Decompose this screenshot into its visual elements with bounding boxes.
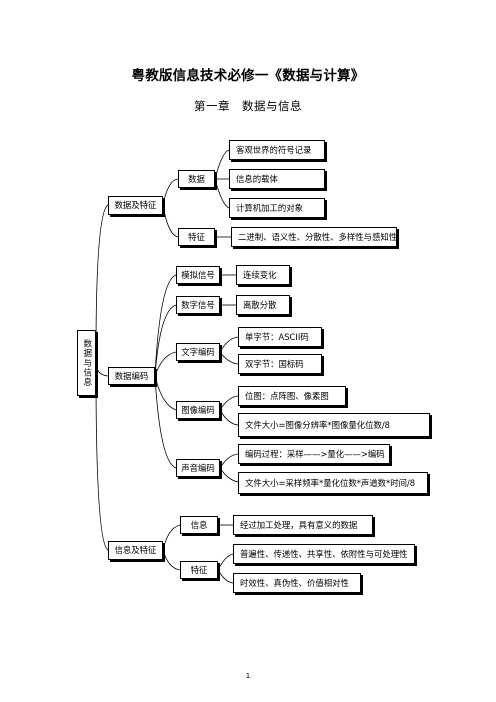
node-label: 特征	[190, 564, 208, 575]
node-digital-signal: 数字信号	[176, 296, 220, 314]
leaf-processing-object: 计算机加工的对象	[229, 198, 325, 218]
page-title: 粤教版信息技术必修一《数据与计算》	[131, 68, 365, 84]
node-image-encoding: 图像编码	[176, 401, 220, 419]
leaf-info-definition: 经过加工处理，具有意义的数据	[233, 515, 373, 535]
node-analog-signal: 模拟信号	[176, 266, 220, 284]
leaf-info-traits-1: 普遍性、传递性、共享性、依附性与可处理性	[233, 544, 415, 564]
leaf-discrete: 离散分散	[236, 295, 290, 315]
leaf-text: 位图：点阵图、像素图	[245, 390, 329, 401]
leaf-data-traits: 二进制、语义性、分散性、多样性与感知性	[231, 227, 397, 247]
node-label: 图像编码	[181, 404, 215, 415]
node-label: 数据编码	[114, 370, 149, 381]
leaf-text: 普遍性、传递性、共享性、依附性与可处理性	[240, 548, 408, 559]
leaf-continuous: 连续变化	[236, 265, 290, 285]
leaf-symbol-record: 客观世界的符号记录	[229, 140, 325, 160]
leaf-text: 单字节：ASCII码	[245, 331, 309, 342]
leaf-text: 信息的载体	[236, 173, 278, 184]
node-data-and-features: 数据及特征	[108, 196, 163, 215]
leaf-info-carrier: 信息的载体	[229, 169, 325, 189]
leaf-text: 离散分散	[243, 299, 277, 310]
chapter-heading: 第一章 数据与信息	[194, 99, 302, 113]
leaf-text: 连续变化	[243, 269, 277, 280]
leaf-text: 双字节：国标码	[245, 358, 304, 369]
node-sound-encoding: 声音编码	[176, 459, 220, 477]
leaf-text: 二进制、语义性、分散性、多样性与感知性	[238, 231, 398, 242]
node-text-encoding: 文字编码	[176, 343, 220, 361]
page-number: 1	[245, 672, 251, 680]
leaf-text: 计算机加工的对象	[236, 202, 303, 213]
node-info-and-features: 信息及特征	[108, 541, 163, 560]
leaf-text: 编码过程：采样——>量化——>编码	[245, 448, 385, 459]
root-node-label: 数据与信息	[81, 339, 92, 387]
node-label: 文字编码	[181, 346, 215, 357]
leaf-text: 时效性、真伪性、价值相对性	[240, 577, 349, 588]
leaf-bitmap: 位图：点阵图、像素图	[238, 386, 346, 406]
leaf-text: 文件大小=采样频率*量化位数*声道数*时间/8	[245, 477, 416, 488]
leaf-image-file-size: 文件大小=图像分辨率*图像量化位数/8	[238, 413, 430, 437]
node-data-encoding: 数据编码	[108, 367, 155, 385]
node-info: 信息	[180, 516, 218, 534]
root-node: 数据与信息	[77, 330, 96, 396]
leaf-text: 文件大小=图像分辨率*图像量化位数/8	[245, 419, 390, 430]
node-label: 模拟信号	[181, 269, 215, 280]
node-info-traits: 特征	[180, 561, 218, 579]
node-data-traits: 特征	[178, 228, 215, 246]
node-label: 特征	[188, 231, 205, 242]
leaf-gb-code: 双字节：国标码	[238, 354, 322, 374]
node-data: 数据	[178, 170, 215, 188]
node-label: 声音编码	[181, 462, 215, 473]
leaf-text: 客观世界的符号记录	[236, 144, 312, 155]
node-label: 数据及特征	[114, 200, 157, 211]
node-label: 数字信号	[181, 299, 215, 310]
node-label: 数据	[188, 173, 205, 184]
leaf-text: 经过加工处理，具有意义的数据	[240, 519, 358, 530]
leaf-ascii: 单字节：ASCII码	[238, 327, 322, 347]
leaf-sound-process: 编码过程：采样——>量化——>编码	[238, 444, 390, 464]
node-label: 信息及特征	[114, 545, 157, 556]
leaf-info-traits-2: 时效性、真伪性、价值相对性	[233, 573, 361, 593]
node-label: 信息	[190, 519, 208, 530]
leaf-sound-file-size: 文件大小=采样频率*量化位数*声道数*时间/8	[238, 472, 428, 494]
